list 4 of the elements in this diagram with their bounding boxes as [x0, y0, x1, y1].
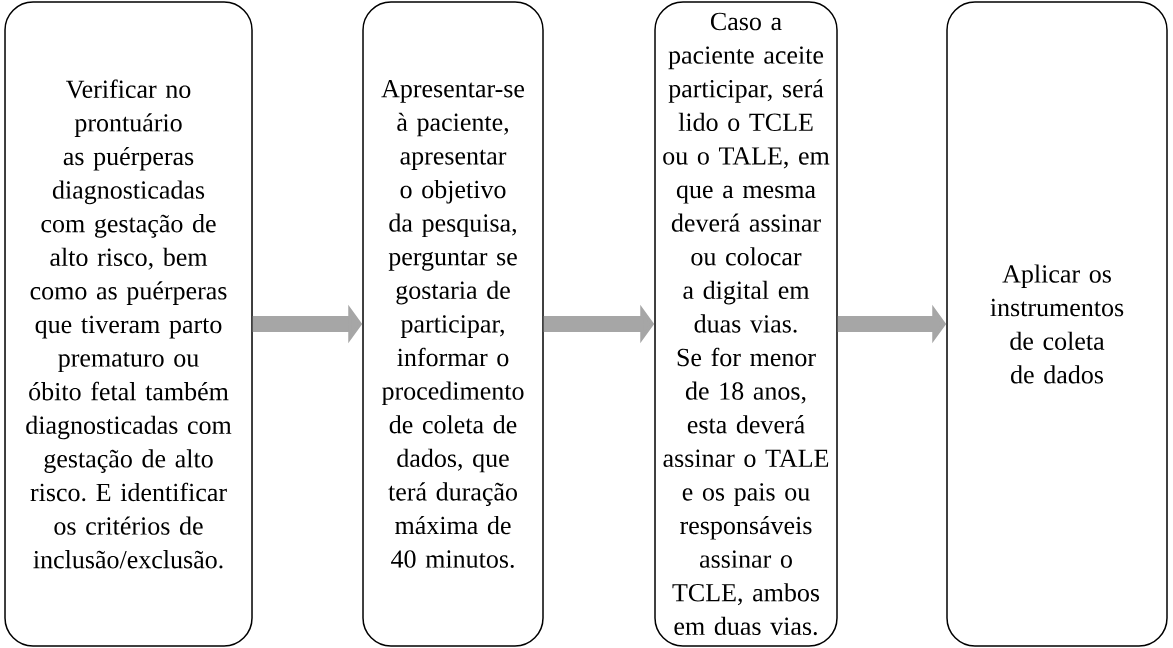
process-box: Verificar no prontuário as puérperas diagnosticadas com gestação de alto risco, bem como as puérperas que tiveram parto prematuro ou óbito fetal também diagnosticadas com gestação de alto risco. E identificar os critérios de inclusão/exclusão. [4, 1, 253, 647]
process-box: Caso a paciente aceite participar, será lido o TCLE ou o TALE, em que a mesma deverá assinar ou colocar a digital em duas vias. Se for menor de 18 anos, esta deverá assinar o TALE e os pais ou responsáveis assinar o TCLE, ambos em duas vias. [654, 1, 838, 647]
process-box: Apresentar-se à paciente, apresentar o objetivo da pesquisa, perguntar se gostaria de participar, informar o procedimento de coleta de dados, que terá duração máxima de 40 minutos. [362, 1, 544, 647]
process-box: Aplicar os instrumentos de coleta de dados [946, 1, 1168, 647]
